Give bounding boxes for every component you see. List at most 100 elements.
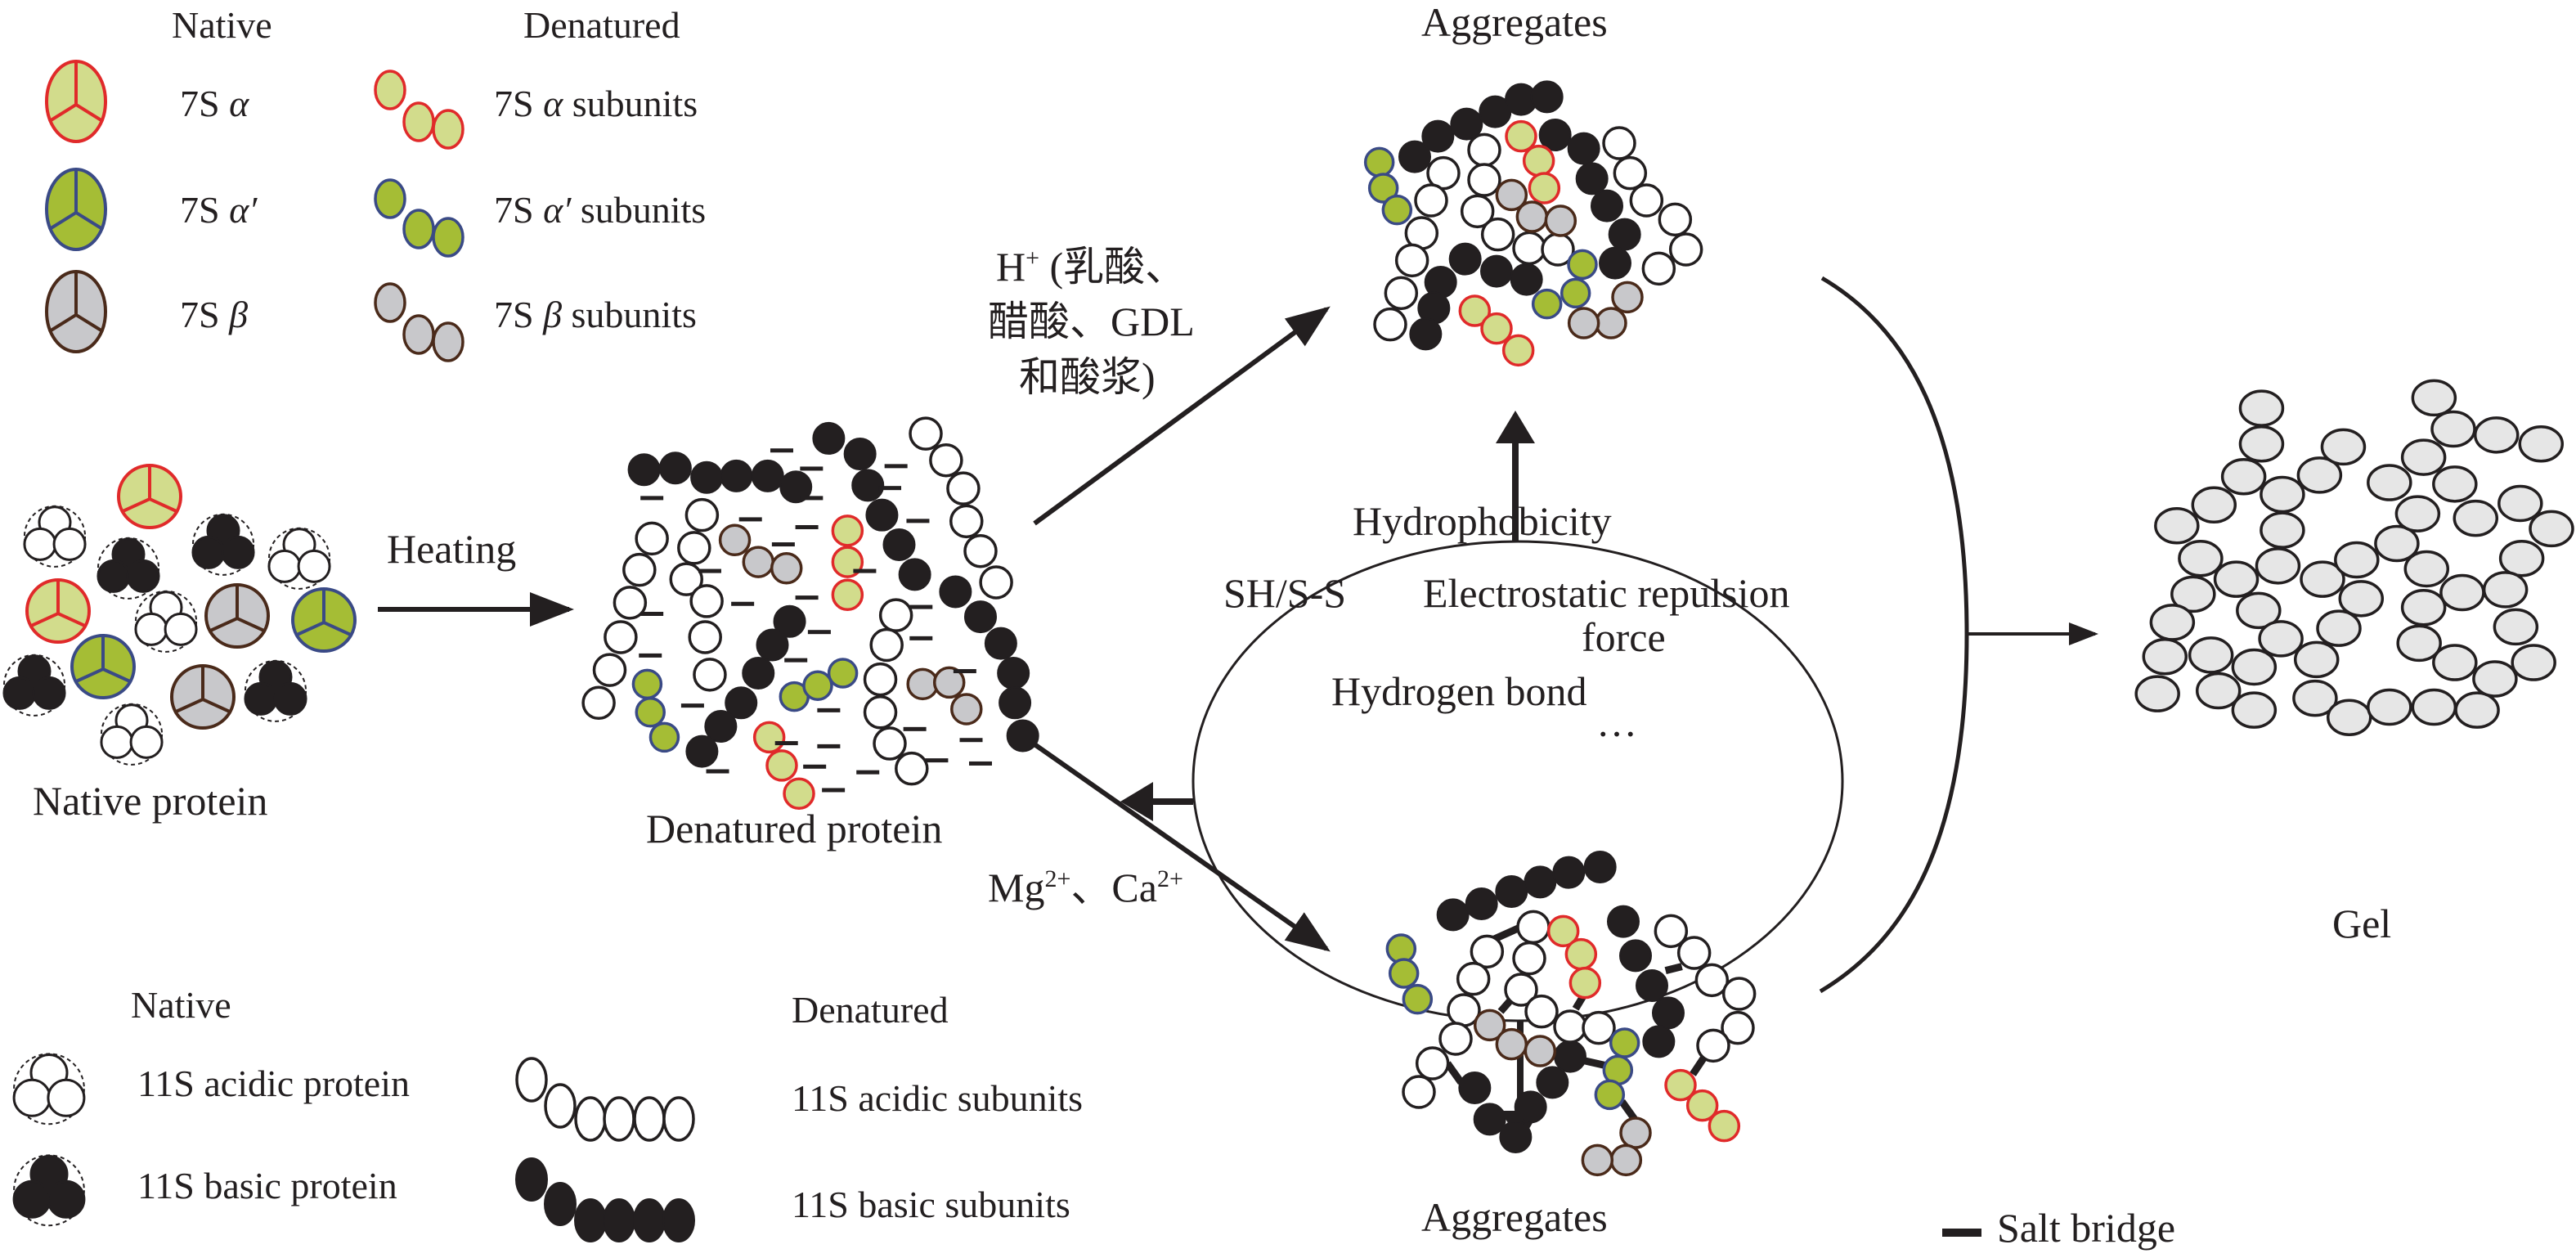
11s-basic-subunit-bead [662,1198,695,1242]
11s-basic-subunit-bead [939,575,972,609]
11s-acidic-subunit-bead [693,658,727,692]
gel-particle-subunit-bead [2518,425,2565,463]
11s-basic-subunit-bead [882,528,916,562]
11s-basic-subunit-bead [812,421,846,455]
7s-alpha-prime-subunit-bead [635,697,666,728]
11s-basic-subunit-bead [1536,1066,1569,1099]
salt-bridge [1497,998,1514,1014]
charge-dash [909,636,933,640]
11s-acidic-subunit-bead [1629,183,1664,218]
charge-dash [800,466,824,471]
7s-alpha-subunit-bead [1480,312,1513,345]
7s-alpha-subunit-bead [1501,334,1535,367]
legend-11s-acidic-native-label: 11S acidic protein [137,1063,410,1104]
gel-particle-subunit-bead [2473,416,2520,454]
gel-particle-subunit-bead [2498,539,2545,577]
charge-dash [706,769,729,774]
salt-coagulant-label: Mg2+、Ca2+ [988,865,1183,910]
legend-11s-acidic-denatured-label: 11S acidic subunits [792,1077,1083,1119]
legend-7s-alpha-native-label: 7S α [180,83,249,124]
11s-basic-subunit-bead [1552,856,1586,889]
11s-basic-subunit-bead [1642,1025,1676,1058]
11s-acidic-subunit-bead [1658,202,1693,237]
11s-acidic-subunit-bead [863,695,898,730]
gel-particle-subunit-bead [2453,499,2499,537]
7s-alpha-subunit-bead [765,749,798,782]
11s-basic-subunit-bead [690,461,724,494]
7s-beta-subunit-bead [742,546,775,578]
11s-acidic-subunit-bead [662,1096,695,1142]
gel-particle-subunit-bead [2400,588,2447,627]
7s-alpha-prime-subunit-bead [827,658,859,689]
charge-dash [738,517,762,522]
gel-particle-subunit-bead [2411,379,2457,417]
7s-alpha-prime-subunit-bead [432,217,464,258]
11s-basic-subunit-bead [1450,107,1483,141]
11s-acidic-subunit-bead [1641,251,1676,286]
charge-dash [906,519,930,523]
11s-acidic-subunit-bead [1415,1046,1450,1081]
7s-beta-native-trimer [204,583,270,649]
11s-basic-subunit-bead [725,686,758,720]
11s-acidic-subunit-bead [946,471,981,505]
gel-particle-subunit-bead [2472,660,2518,698]
11s-basic-subunit-bead [1591,189,1623,222]
charge-dash [856,770,880,775]
charge-dash [903,726,927,731]
11s-basic-subunit-bead [1652,996,1685,1030]
11s-acidic-subunit-bead [613,586,648,620]
11s-basic-subunit-bead [1409,317,1443,351]
11s-basic-subunit-bead [751,459,784,492]
charge-dash [807,630,831,635]
7s-alpha-subunit-bead [831,514,864,547]
charge-dash [698,568,721,573]
7s-beta-subunit-bead [1619,1116,1652,1149]
11s-acidic-subunit-bead [1373,307,1407,342]
gel-particle-subunit-bead [2403,550,2450,588]
11s-basic-native-protein [244,659,307,722]
acid-label-line1: H+ (乳酸、 [996,244,1186,290]
11s-acidic-native-protein [100,703,164,766]
gel-particle-subunit-bead [2497,484,2543,523]
11s-acidic-subunit-bead [863,662,898,697]
7s-beta-subunit-bead [1495,1027,1528,1061]
11s-basic-subunit-bead [1538,119,1572,151]
charge-dash [953,669,976,674]
gel-particle-subunit-bead [2213,560,2260,598]
gel-particle-subunit-bead [2394,495,2441,532]
charge-dash [770,448,793,453]
11s-basic-subunit-bead [1607,905,1640,938]
gel-particle-subunit-bead [2411,688,2457,726]
charge-dash [680,703,704,708]
force-sh-ss: SH/S-S [1223,570,1346,616]
charge-dash [795,595,819,600]
11s-acidic-subunit-bead [1721,1010,1755,1045]
7s-alpha-native-trimer [117,464,182,529]
11s-acidic-subunit-bead [1676,936,1712,970]
11s-basic-subunit-bead [843,438,877,471]
gel-particle-subunit-bead [2293,640,2340,679]
11s-acidic-subunit-bead [689,584,724,618]
charge-dash [853,568,877,573]
charge-dash [774,741,798,746]
gel-bracket-curve [1819,276,1969,994]
11s-basic-subunit-bead [515,1157,548,1202]
gel-particle-subunit-bead [2191,486,2237,524]
11s-acidic-subunit-bead [515,1057,548,1103]
11s-basic-subunit-bead [574,1198,607,1242]
charge-dash [639,653,662,658]
11s-basic-subunit-bead [633,1198,666,1242]
gel-particle-subunit-bead [2238,425,2285,463]
gel-particle-subunit-bead [2238,389,2285,427]
acid-label-line2: 醋酸、GDL [988,299,1195,344]
11s-acidic-subunit-bead [1470,934,1505,969]
aggregates-bottom-label: Aggregates [1421,1194,1608,1240]
11s-acidic-subunit-bead [909,416,943,451]
gel-particle-subunit-bead [2260,511,2305,549]
7s-alpha-subunit-bead [402,101,435,142]
legend-7s-beta-native-label: 7S β [180,294,248,335]
gel-particle-subunit-bead [2432,465,2478,503]
11s-acidic-subunit-bead [544,1083,577,1129]
7s-beta-subunit-bead [432,321,464,362]
